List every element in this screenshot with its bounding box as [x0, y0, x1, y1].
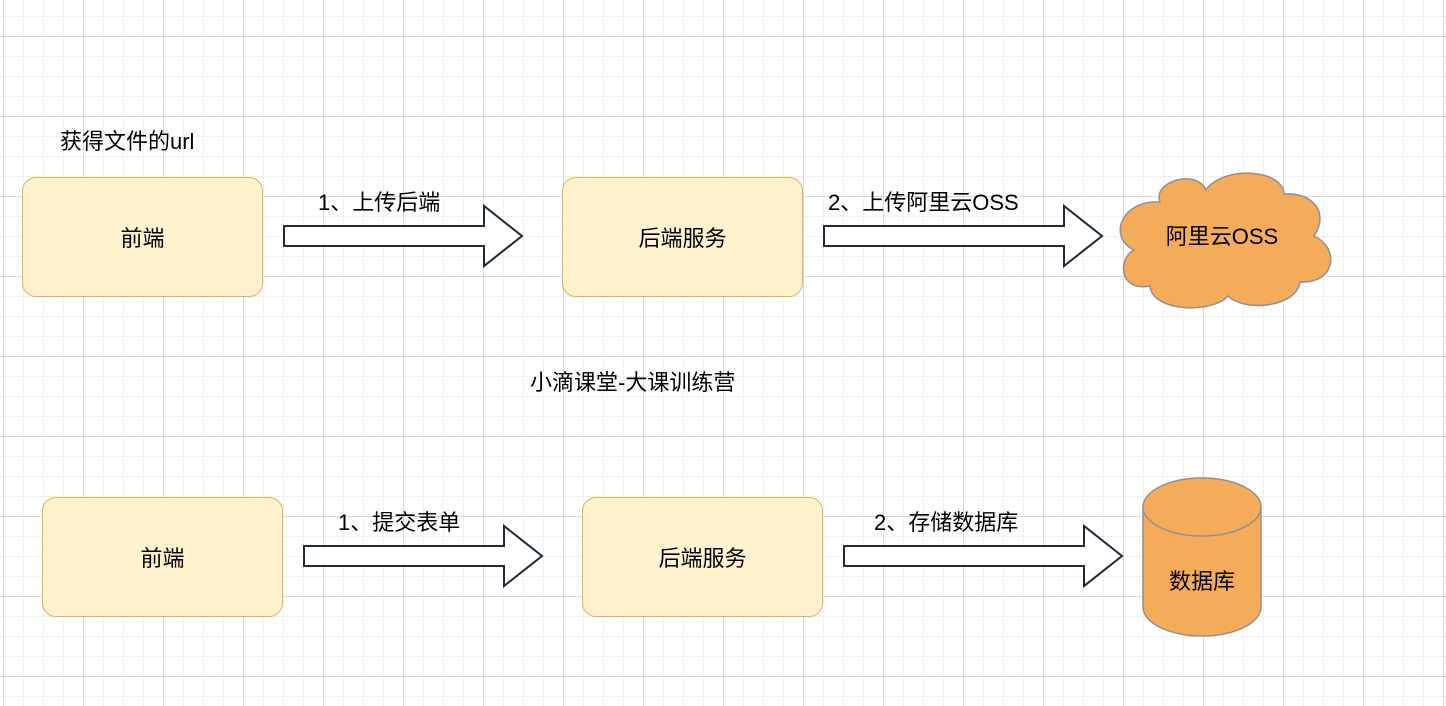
flow2-backend-node[interactable]: 后端服务: [582, 497, 823, 617]
database-top: [1142, 477, 1262, 537]
cloud-shape: [1119, 172, 1332, 309]
flow1-caption: 获得文件的url: [60, 129, 195, 154]
flow2-backend-label: 后端服务: [658, 546, 747, 571]
flow1-backend-label: 后端服务: [638, 226, 727, 251]
flow1-frontend-node[interactable]: 前端: [22, 177, 263, 297]
database-icon[interactable]: 数据库: [1142, 477, 1262, 637]
cloud-icon[interactable]: 阿里云OSS: [1119, 172, 1332, 309]
flow2-arrow2-label: 2、存储数据库: [874, 510, 1019, 535]
flow1-frontend-label: 前端: [120, 226, 165, 251]
flow2-arrow2: [843, 523, 1124, 589]
flow2-arrow1-label: 1、提交表单: [338, 510, 461, 535]
cloud-label: 阿里云OSS: [1166, 224, 1278, 249]
flow2-frontend-node[interactable]: 前端: [42, 497, 283, 617]
center-caption: 小滴课堂-大课训练营: [530, 370, 736, 395]
database-body: [1142, 507, 1262, 637]
flow2-frontend-label: 前端: [140, 546, 185, 571]
database-label: 数据库: [1169, 569, 1235, 594]
flow1-arrow1: [283, 203, 524, 269]
flow1-arrow1-label: 1、上传后端: [318, 190, 441, 215]
flow2-arrow1: [303, 523, 544, 589]
flow1-arrow2: [823, 203, 1104, 269]
flow1-arrow2-label: 2、上传阿里云OSS: [828, 190, 1019, 215]
flow1-backend-node[interactable]: 后端服务: [562, 177, 803, 297]
